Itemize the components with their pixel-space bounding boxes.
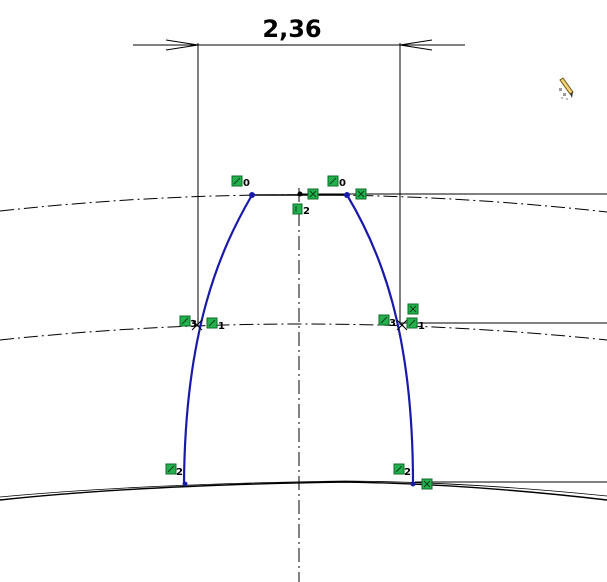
relation-label: 2	[176, 467, 183, 478]
relation-tag-coincident[interactable]	[179, 315, 191, 327]
relation-label: 3	[190, 319, 197, 330]
root-circle-inner	[0, 480, 607, 498]
pitch-circle	[0, 323, 607, 341]
relation-tag-coincident[interactable]	[327, 175, 339, 187]
relation-label: 2	[303, 206, 310, 217]
relation-tag-merge[interactable]	[307, 188, 319, 200]
intersection-marker-left	[191, 319, 203, 331]
relation-tag-coincident[interactable]	[206, 317, 218, 329]
relation-tag-merge[interactable]	[421, 478, 433, 490]
tooth-flank-left[interactable]	[182, 194, 253, 485]
relation-tag-coincident[interactable]	[231, 175, 243, 187]
endpoint-left-bottom[interactable]	[182, 481, 188, 487]
relation-tag-merge[interactable]	[407, 303, 419, 315]
relation-tag-coincident[interactable]	[406, 317, 418, 329]
midpoint-top[interactable]	[297, 191, 303, 197]
relation-label: 1	[218, 321, 225, 332]
relation-label: 0	[243, 178, 250, 189]
addendum-circle	[0, 194, 607, 213]
intersection-marker-right	[396, 319, 408, 331]
root-circle	[0, 481, 607, 501]
pencil-sketch-cursor-icon	[559, 77, 574, 100]
relation-label: 1	[418, 321, 425, 332]
relation-tag-coincident[interactable]	[165, 463, 177, 475]
relation-tag-midpoint[interactable]	[292, 203, 303, 215]
tooth-flank-right[interactable]	[346, 194, 415, 485]
endpoint-right-top[interactable]	[344, 192, 350, 198]
relation-label: 3	[389, 318, 396, 329]
relation-tag-coincident[interactable]	[393, 463, 405, 475]
relation-tag-merge[interactable]	[355, 188, 367, 200]
dimension-arrow-left	[165, 39, 199, 51]
dimension-arrow-right	[399, 39, 433, 51]
dimension-value[interactable]: 2,36	[262, 15, 321, 43]
relation-tag-coincident[interactable]	[378, 314, 390, 326]
endpoint-right-bottom[interactable]	[410, 481, 416, 487]
relation-label: 2	[404, 467, 411, 478]
relation-label: 0	[339, 178, 346, 189]
endpoint-left-top[interactable]	[249, 192, 255, 198]
